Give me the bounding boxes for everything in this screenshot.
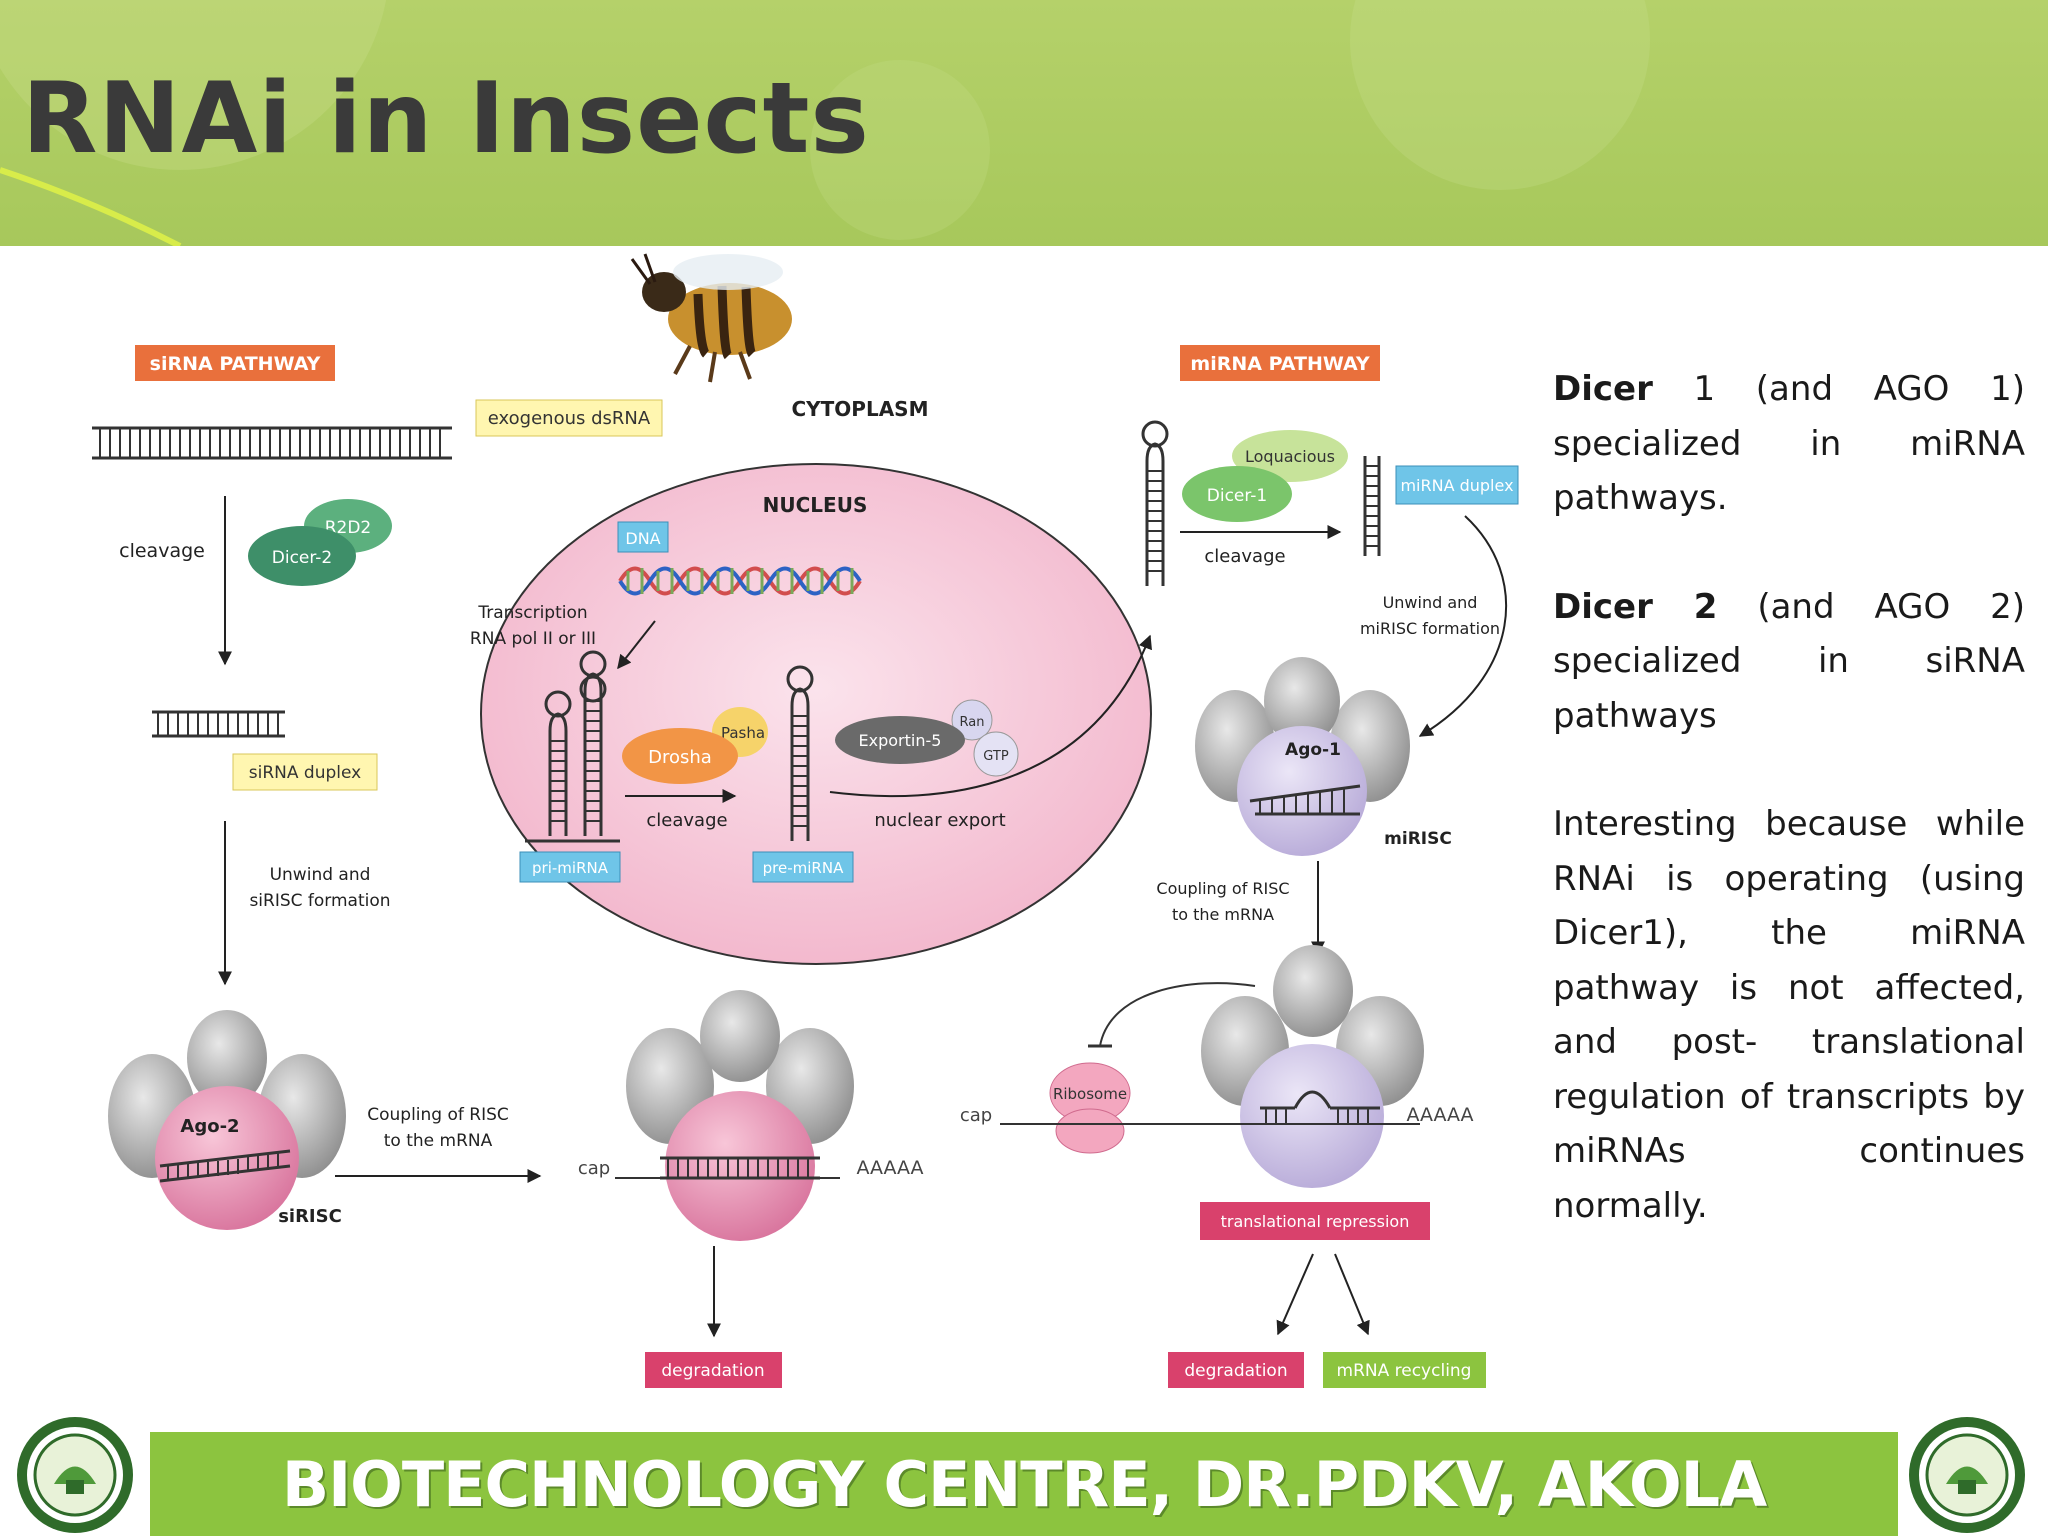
mirisc-mrna-complex <box>1000 945 1424 1188</box>
cleavage-label-sirna: cleavage <box>119 540 205 562</box>
nuclear-export-label: nuclear export <box>874 810 1005 831</box>
dna-label: DNA <box>625 529 660 548</box>
ribosome-label: Ribosome <box>1053 1085 1127 1103</box>
translational-repression-label: translational repression <box>1221 1212 1410 1231</box>
footer-text: BIOTECHNOLOGY CENTRE, DR.PDKV, AKOLA <box>281 1447 1767 1521</box>
dicer1-label: Dicer-1 <box>1207 486 1267 506</box>
dicer-explanation-text: Dicer 1 (and AGO 1) specialized in miRNA… <box>1553 362 2025 1287</box>
mirna-duplex-molecule <box>1363 456 1381 556</box>
cap-label-sirna: cap <box>578 1158 610 1179</box>
cleavage-label-mirna: cleavage <box>1204 546 1285 567</box>
exportin5-label: Exportin-5 <box>859 731 942 750</box>
polya-label-mirna: AAAAA <box>1406 1104 1473 1126</box>
coupling-sirna-line1: Coupling of RISC <box>367 1105 509 1125</box>
unwind-sirisc-line1: Unwind and <box>270 865 371 885</box>
nucleus-label: NUCLEUS <box>763 493 868 517</box>
unwind-mirisc-line2: miRISC formation <box>1360 619 1500 638</box>
pre-mirna-cytoplasm <box>1141 420 1169 586</box>
polya-label-sirna: AAAAA <box>856 1157 923 1179</box>
sirisc-complex <box>108 1010 346 1230</box>
ago2-label: Ago-2 <box>180 1116 239 1137</box>
mirisc-label: miRISC <box>1384 829 1452 849</box>
mirisc-complex <box>1195 657 1410 856</box>
header-banner: RNAi in Insects <box>0 0 2048 246</box>
dicer1-paragraph: Dicer 1 (and AGO 1) specialized in miRNA… <box>1553 362 2025 526</box>
dna-double-helix <box>618 566 862 596</box>
ran-label: Ran <box>960 715 985 730</box>
ribosome <box>1049 1062 1131 1154</box>
cytoplasm-label: CYTOPLASM <box>792 397 929 421</box>
nucleus <box>480 463 1152 965</box>
loquacious-label: Loquacious <box>1245 447 1335 466</box>
sirna-duplex-molecule <box>152 710 285 738</box>
transcription-line1: Transcription <box>477 603 587 623</box>
mrna-recycling-label: mRNA recycling <box>1337 1361 1472 1381</box>
dicer2-paragraph: Dicer 2 (and AGO 2) specialized in siRNA… <box>1553 580 2025 744</box>
sirna-duplex-label: siRNA duplex <box>249 763 361 783</box>
dicer2-bold: Dicer 2 <box>1553 586 1718 627</box>
degradation-label-sirna: degradation <box>661 1361 764 1381</box>
header-decoration <box>0 0 1650 246</box>
university-emblem-icon <box>17 1417 133 1533</box>
sirna-pathway-label: siRNA PATHWAY <box>150 353 321 375</box>
dicer1-rest: 1 (and AGO 1) specialized in miRNA pathw… <box>1553 369 2025 518</box>
coupling-mirna-line1: Coupling of RISC <box>1156 879 1289 898</box>
pri-mirna-label: pri-miRNA <box>532 859 609 877</box>
dicer1-bold: Dicer <box>1553 369 1653 409</box>
transcription-line2: RNA pol II or III <box>470 629 596 649</box>
university-emblem-icon <box>1909 1417 2025 1533</box>
ago1-label: Ago-1 <box>1285 740 1341 760</box>
drosha-label: Drosha <box>648 747 712 768</box>
coupling-mirna-line2: to the mRNA <box>1172 905 1274 924</box>
sirisc-label: siRISC <box>278 1206 342 1227</box>
pasha-label: Pasha <box>721 724 765 742</box>
dicer2-label: Dicer-2 <box>272 548 332 568</box>
degradation-label-mirna: degradation <box>1184 1361 1287 1381</box>
slide-title: RNAi in Insects <box>22 62 870 176</box>
gtp-label: GTP <box>983 749 1009 764</box>
coupling-sirna-line2: to the mRNA <box>384 1131 493 1151</box>
sirna-mrna-complex <box>615 990 854 1241</box>
mirna-pathway-label: miRNA PATHWAY <box>1190 353 1369 375</box>
mirna-duplex-label: miRNA duplex <box>1400 476 1513 495</box>
pri-mirna-hairpins <box>525 650 620 843</box>
interesting-paragraph: Interesting because while RNAi is operat… <box>1553 804 2025 1226</box>
footer-bar: BIOTECHNOLOGY CENTRE, DR.PDKV, AKOLA <box>150 1432 1898 1536</box>
dsrna-molecule <box>92 426 452 460</box>
pre-mirna-label: pre-miRNA <box>763 859 844 877</box>
exogenous-dsrna-label: exogenous dsRNA <box>488 408 651 429</box>
rnai-pathway-diagram: siRNA PATHWAY miRNA PATHWAY CYTOPLASM ex… <box>92 253 1519 1388</box>
cleavage-label-nucleus: cleavage <box>646 810 727 831</box>
pre-mirna-hairpin <box>786 665 814 841</box>
honeybee-icon <box>630 253 792 383</box>
dicer2-rest: (and AGO 2) specialized in siRNA pathway… <box>1553 586 2025 736</box>
cap-label-mirna: cap <box>960 1105 992 1126</box>
unwind-mirisc-line1: Unwind and <box>1383 593 1478 612</box>
unwind-sirisc-line2: siRISC formation <box>249 891 390 911</box>
